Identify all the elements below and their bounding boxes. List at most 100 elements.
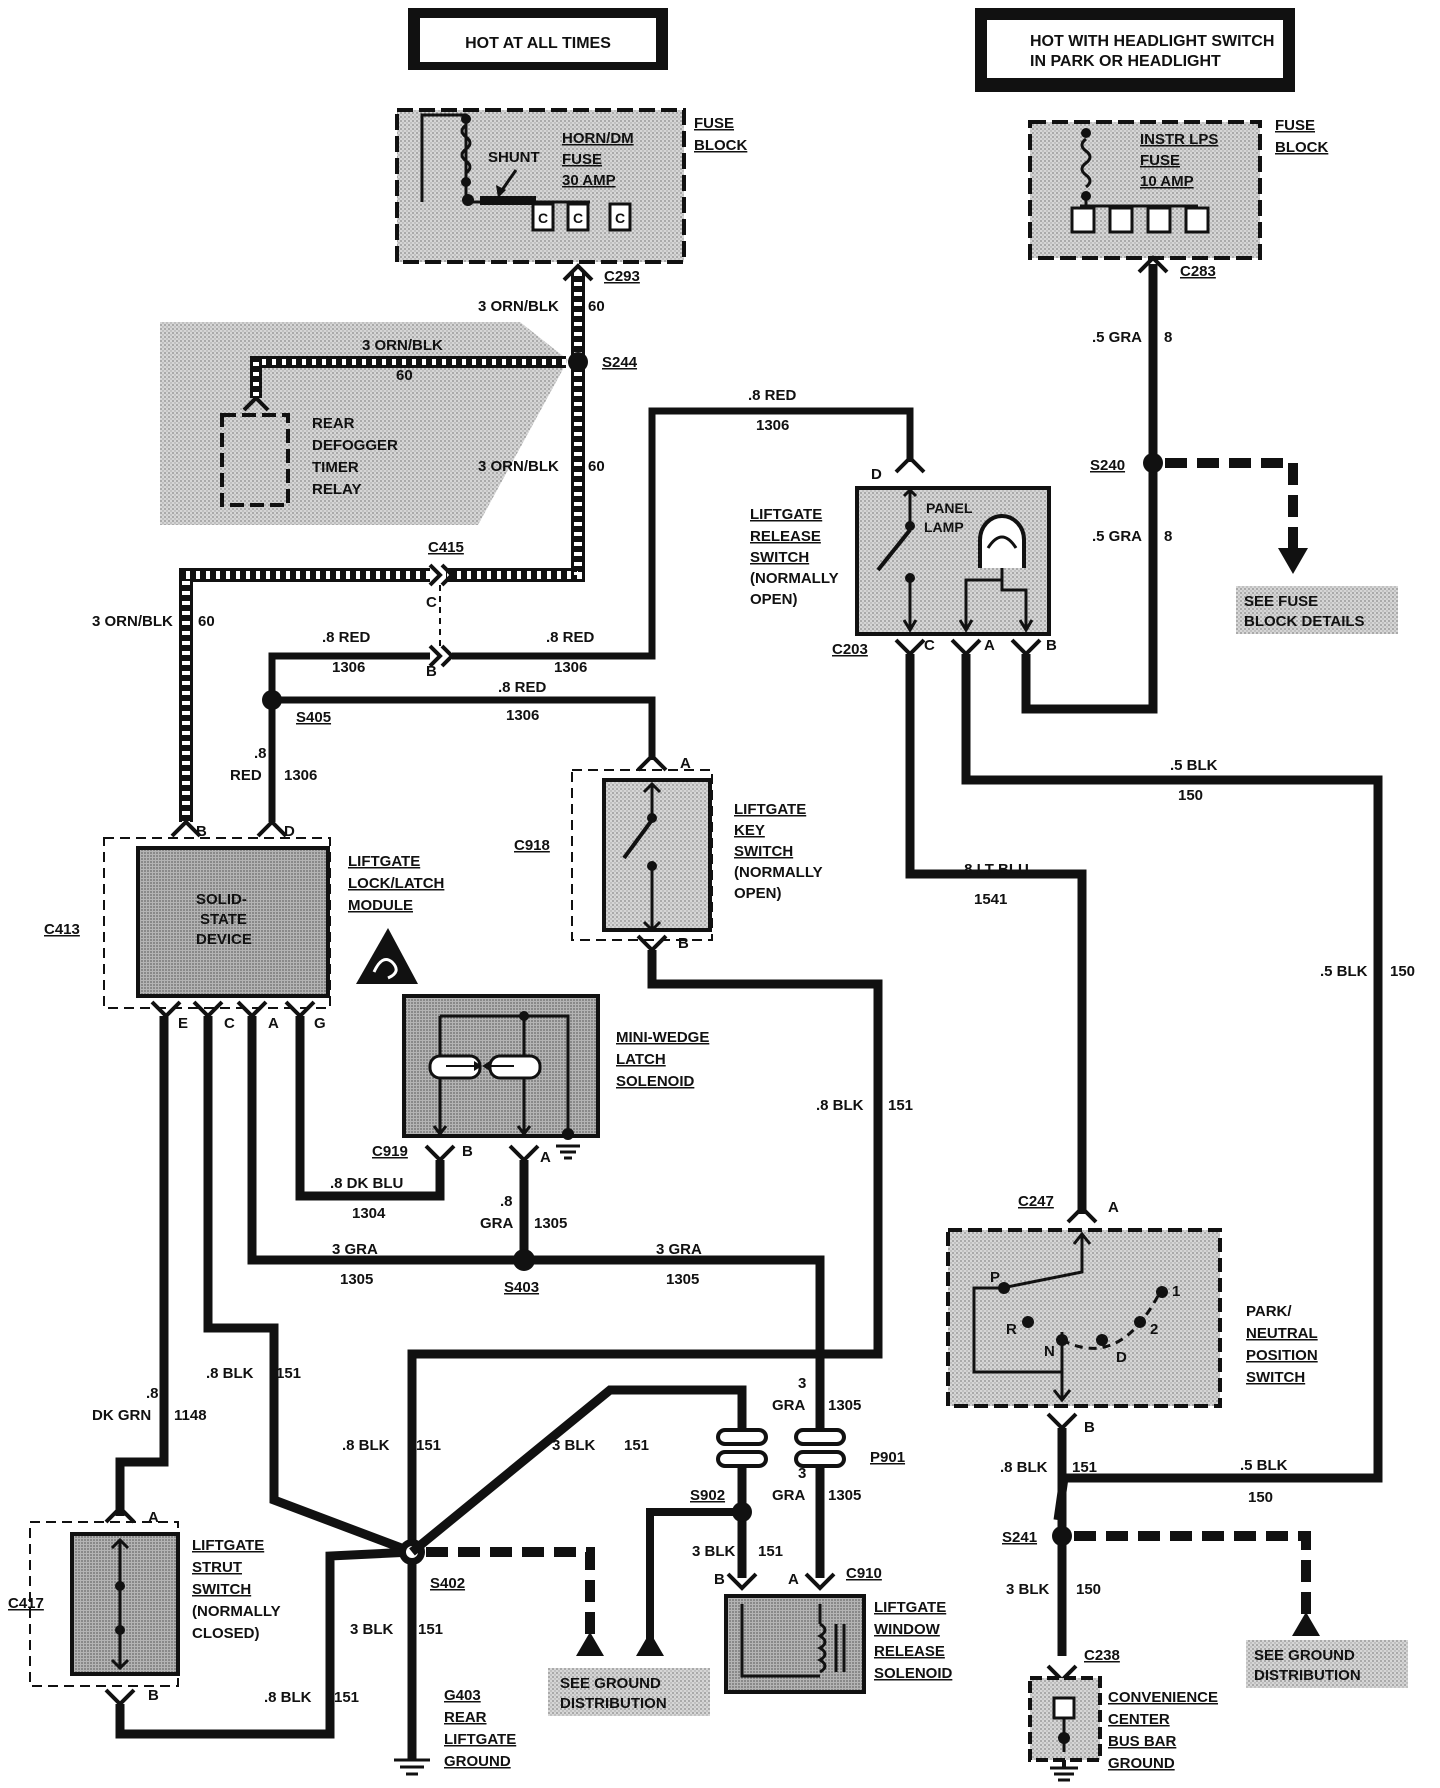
red-right-size: .8 RED <box>546 629 595 646</box>
s402-branch-dashed <box>426 1547 595 1640</box>
module-line3: MODULE <box>348 897 413 914</box>
s403-splice <box>513 1249 535 1271</box>
strut-line4: (NORMALLY <box>192 1603 281 1620</box>
see-ground-left-bg <box>548 1668 710 1716</box>
blk150-bottom-size: .5 BLK <box>1240 1457 1288 1474</box>
gra-p901-lower-n1305: 1305 <box>828 1487 861 1504</box>
c293-connector <box>562 263 594 282</box>
key-switch-pin-b: B <box>678 935 689 952</box>
c293-label: C293 <box>604 268 640 285</box>
c283-label: C283 <box>1180 263 1216 280</box>
gra-p901-n1305: 1305 <box>828 1397 861 1414</box>
s244-splice <box>568 352 588 372</box>
gra-vert-word: GRA <box>480 1215 514 1232</box>
instr-pin-2 <box>1108 206 1134 234</box>
key-switch-line5: OPEN) <box>734 885 782 902</box>
wire-red-1306 <box>268 407 914 822</box>
park-neutral-position-switch <box>946 1205 1222 1408</box>
c247-label: C247 <box>1018 1193 1054 1210</box>
orn-blk-upper: 3 ORN/BLK <box>478 298 559 315</box>
window-solenoid-line3: RELEASE <box>874 1643 945 1660</box>
strut-line2: STRUT <box>192 1559 242 1576</box>
gra-lower-size: .5 GRA <box>1092 528 1142 545</box>
liftgate-strut-switch <box>29 1505 180 1707</box>
mini-wedge-line2: LATCH <box>616 1051 666 1068</box>
wire-blk-module-c <box>203 1016 414 1557</box>
g403-line1: G403 <box>444 1687 481 1704</box>
gra-left-n1305: 1305 <box>340 1271 373 1288</box>
c919-pin-a: A <box>540 1149 551 1166</box>
gra-left-size: 3 GRA <box>332 1241 378 1258</box>
red-key-size: .8 RED <box>498 679 547 696</box>
g403-line4: GROUND <box>444 1753 511 1770</box>
release-switch-line3: SWITCH <box>750 549 809 566</box>
gra-upper-size: .5 GRA <box>1092 329 1142 346</box>
module-pin-b: B <box>196 823 207 840</box>
park-neutral-line3: POSITION <box>1246 1347 1318 1364</box>
prnd-d: D <box>1116 1349 1127 1366</box>
module-blk-size: .8 BLK <box>206 1365 254 1382</box>
header-headlight-line1: HOT WITH HEADLIGHT SWITCH <box>1030 33 1274 50</box>
dk-grn-8: .8 <box>146 1385 159 1402</box>
instr-pin-3 <box>1146 206 1172 234</box>
s241-blk-size: 3 BLK <box>1006 1581 1050 1598</box>
dk-blu-n1304: 1304 <box>352 1205 386 1222</box>
g403-line3: LIFTGATE <box>444 1731 516 1748</box>
pnp-blk-size: .8 BLK <box>1000 1459 1048 1476</box>
instr-fuse-line2: FUSE <box>1140 152 1180 169</box>
pnp-pin-b: B <box>1084 1419 1095 1436</box>
fuse-block-left: SHUNT HORN/DM FUSE 30 AMP C C C <box>395 108 686 264</box>
wire-blk-key-switch <box>407 950 883 1552</box>
convenience-center <box>1028 1676 1102 1782</box>
s405-label: S405 <box>296 709 331 726</box>
header-hot-at-all-times-text: HOT AT ALL TIMES <box>465 35 611 52</box>
dk-grn-word: DK GRN <box>92 1407 151 1424</box>
panel-lamp-bulb <box>958 514 1034 633</box>
see-ground-right-line2: DISTRIBUTION <box>1254 1667 1361 1684</box>
horn-fuse-line1: HORN/DM <box>562 130 634 147</box>
s403-label: S403 <box>504 1279 539 1296</box>
s902-branch-arrow <box>636 1632 664 1656</box>
c918-label: C918 <box>514 837 550 854</box>
see-fuse-block-line2: BLOCK DETAILS <box>1244 613 1365 630</box>
c238-label: C238 <box>1084 1647 1120 1664</box>
p901-blk-size: 3 BLK <box>552 1437 596 1454</box>
wire-lt-blu-1541 <box>905 654 1087 1214</box>
liftgate-key-switch <box>571 753 713 953</box>
module-pin-e: E <box>178 1015 188 1032</box>
header-hot-with-headlight: HOT WITH HEADLIGHT SWITCH IN PARK OR HEA… <box>975 8 1295 92</box>
pnp-blk-n151: 151 <box>1072 1459 1097 1476</box>
header-hot-at-all-times: HOT AT ALL TIMES <box>408 8 668 70</box>
c203-connector <box>894 638 1042 657</box>
s902-splice <box>732 1502 752 1522</box>
esd-warning-icon <box>356 928 418 984</box>
window-solenoid-line4: SOLENOID <box>874 1665 953 1682</box>
horn-fuse-line2: FUSE <box>562 151 602 168</box>
key-switch-pin-a: A <box>680 755 691 772</box>
gra-right-size: 3 GRA <box>656 1241 702 1258</box>
solid-state-line1: SOLID- <box>196 891 247 908</box>
blk150-top-size: .5 BLK <box>1170 757 1218 774</box>
c415-pin-c: C <box>426 594 437 611</box>
s241-splice <box>1052 1526 1072 1546</box>
orn-blk-upper-n60: 60 <box>588 298 605 315</box>
wire-gra-1305 <box>247 1016 825 1446</box>
orn-blk-middle: 3 ORN/BLK <box>478 458 559 475</box>
wire-dk-blu-1304 <box>295 1016 445 1201</box>
fuse-pin-c1-label: C <box>538 210 548 226</box>
panel-lamp-line1: PANEL <box>926 500 973 516</box>
c203-pin-b: B <box>1046 637 1057 654</box>
c910-pin-a: A <box>788 1571 799 1588</box>
module-pin-c: C <box>224 1015 235 1032</box>
liftgate-lock-latch-module <box>103 819 331 1019</box>
red-left-n1306: 1306 <box>332 659 365 676</box>
orn-blk-left: 3 ORN/BLK <box>92 613 173 630</box>
module-line2: LOCK/LATCH <box>348 875 444 892</box>
blk150-top-n150: 150 <box>1178 787 1203 804</box>
red-vert-n1306: 1306 <box>284 767 317 784</box>
liftgate-window-release-solenoid <box>724 1594 866 1694</box>
dk-blu-size: .8 DK BLU <box>330 1175 403 1192</box>
module-pin-d: D <box>284 823 295 840</box>
rear-defogger-line2: DEFOGGER <box>312 437 398 454</box>
c247-pin-a: A <box>1108 1199 1119 1216</box>
